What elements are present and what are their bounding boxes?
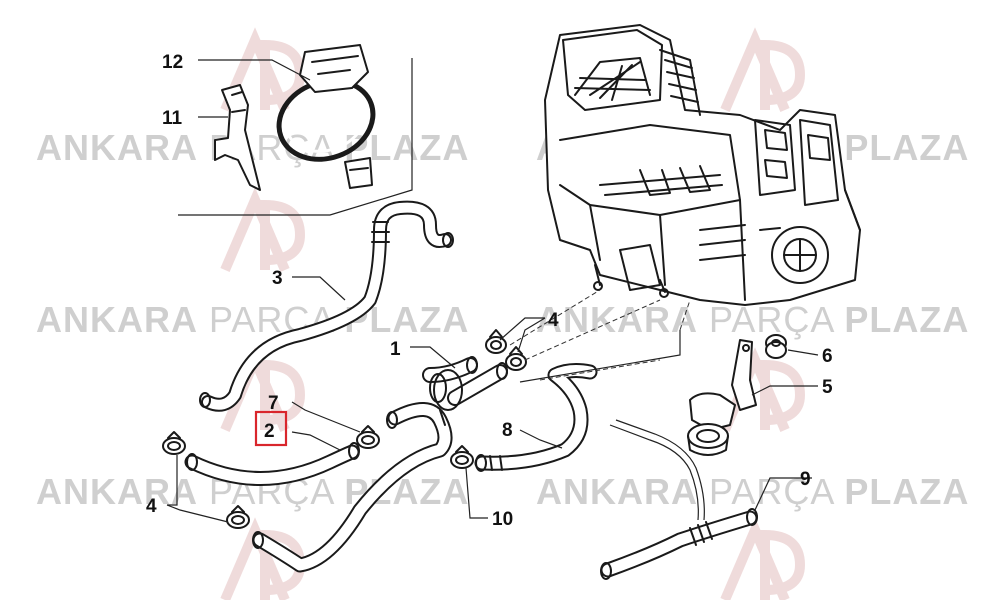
callout-7: 7: [268, 393, 279, 414]
hose-clamp-4-lower-a: [162, 431, 186, 455]
callout-4-upper: 4: [548, 310, 559, 331]
highlight-box-part-2: [254, 410, 288, 447]
hose-clamp-4-upper-a: [485, 329, 507, 354]
heater-box-assembly: [544, 24, 861, 306]
callout-1: 1: [390, 339, 401, 360]
callout-5: 5: [822, 377, 833, 398]
hose-2: [184, 442, 360, 486]
callout-11: 11: [162, 108, 183, 129]
hose-clamp-7: [356, 425, 380, 449]
coolant-valve-1: [422, 356, 508, 426]
hose-clip-11: [214, 84, 261, 191]
hose-lower-long: [252, 402, 453, 573]
callout-8: 8: [502, 420, 513, 441]
watermark-logo: [720, 517, 806, 600]
callout-2: 2: [264, 421, 275, 442]
ring-clamp-12: [276, 44, 376, 189]
callout-labels: 12 11 3 1 4 6 5 7 2 8 9 4 10: [146, 52, 833, 530]
callout-4-lower: 4: [146, 496, 157, 517]
hose-clamp-4-upper-b: [505, 346, 527, 371]
parts-11-12-box-lines: [178, 58, 413, 216]
hose-9: [600, 419, 758, 580]
hose-3: [199, 200, 454, 412]
hose-clamp-10: [450, 445, 474, 469]
callout-3: 3: [272, 268, 283, 289]
hose-clamp-4-lower-b: [226, 505, 250, 529]
callout-10: 10: [492, 509, 513, 530]
nut: [765, 334, 787, 359]
callout-12: 12: [162, 52, 183, 73]
watermark-logo: [220, 187, 306, 272]
hose-clip-bracket: [687, 339, 757, 456]
watermark-text: ANKARA PARÇA PLAZA: [536, 471, 969, 512]
callout-9: 9: [800, 469, 811, 490]
leader-lines: [166, 59, 819, 523]
hose-8: [474, 363, 598, 472]
callout-6: 6: [822, 346, 833, 367]
watermark-logo: [720, 27, 806, 112]
watermark-text: ANKARA PARÇA PLAZA: [36, 299, 469, 340]
connection-dashes: [509, 289, 691, 383]
